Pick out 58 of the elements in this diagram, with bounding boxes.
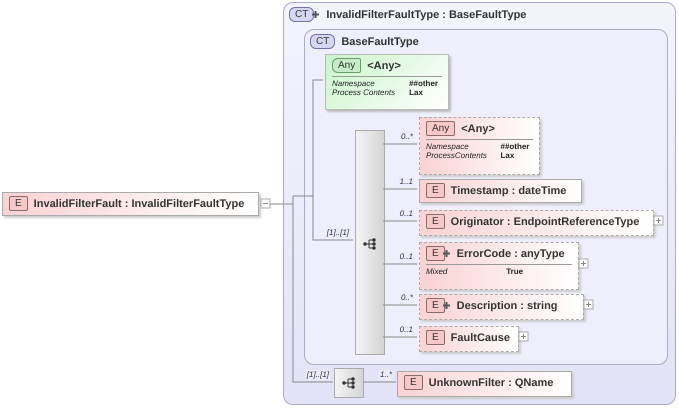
element-name: Description : string — [456, 300, 558, 312]
property-value: Lax — [409, 88, 424, 97]
element-badge: E — [9, 196, 28, 211]
cardinality-label: 0..* — [400, 293, 414, 303]
element-name: <Any> — [367, 60, 401, 72]
property-name: Process Contents — [332, 88, 396, 97]
cardinality-label: 0..1 — [398, 209, 414, 219]
element-name: Timestamp : dateTime — [450, 184, 566, 196]
property-name: ProcessContents — [426, 151, 488, 160]
cardinality-label: 0..1 — [398, 325, 414, 335]
complex-type-panel — [304, 29, 668, 365]
element-name: <Any> — [461, 122, 495, 134]
connector-line — [382, 304, 418, 306]
property-name: Mixed — [426, 267, 448, 276]
sequence-bar — [355, 130, 385, 355]
element-box — [397, 371, 572, 397]
property-value: ##other — [500, 142, 530, 151]
type-name: BaseFaultType — [341, 36, 419, 48]
wildcard-badge: Any — [332, 58, 362, 73]
element-box — [419, 179, 582, 203]
element-box — [419, 242, 579, 290]
element-badge: E — [426, 214, 445, 229]
type-name: InvalidFilterFaultType : BaseFaultType — [326, 8, 526, 20]
connector-line — [382, 220, 418, 222]
sequence-box — [334, 368, 364, 398]
element-box — [419, 294, 584, 320]
element-badge: E — [426, 246, 445, 261]
element-badge: E — [426, 298, 445, 313]
element-box — [419, 326, 519, 352]
property-value: Lax — [500, 151, 516, 160]
type-badge: CT — [289, 7, 314, 22]
wildcard-box — [325, 54, 449, 110]
element-box — [419, 210, 654, 236]
element-box — [2, 192, 259, 216]
element-name: ErrorCode : anyType — [456, 248, 565, 260]
cardinality-label: [1]..[1] — [326, 228, 350, 238]
type-badge: CT — [310, 34, 336, 49]
property-name: Namespace — [426, 142, 470, 151]
element-name: FaultCause — [450, 332, 510, 344]
property-name: Namespace — [332, 79, 376, 88]
cardinality-label: 0..1 — [398, 252, 414, 262]
property-value: ##other — [409, 79, 440, 88]
connector-line — [382, 336, 418, 338]
property-value: True — [506, 267, 524, 276]
element-name: InvalidFilterFault : InvalidFilterFaultType — [34, 198, 244, 210]
cardinality-label: 0..* — [400, 132, 414, 142]
element-name: UnknownFilter : QName — [428, 376, 554, 388]
element-name: Originator : EndpointReferenceType — [450, 216, 640, 228]
element-badge: E — [404, 375, 423, 390]
cardinality-label: 1..1 — [398, 177, 414, 187]
element-badge: E — [426, 330, 445, 345]
complex-type-panel — [283, 2, 676, 405]
wildcard-box — [419, 117, 540, 175]
cardinality-label: [1]..[1] — [306, 370, 330, 380]
wildcard-badge: Any — [426, 121, 456, 136]
connector-line — [382, 188, 418, 190]
element-badge: E — [426, 183, 445, 198]
cardinality-label: 1..* — [378, 370, 393, 380]
